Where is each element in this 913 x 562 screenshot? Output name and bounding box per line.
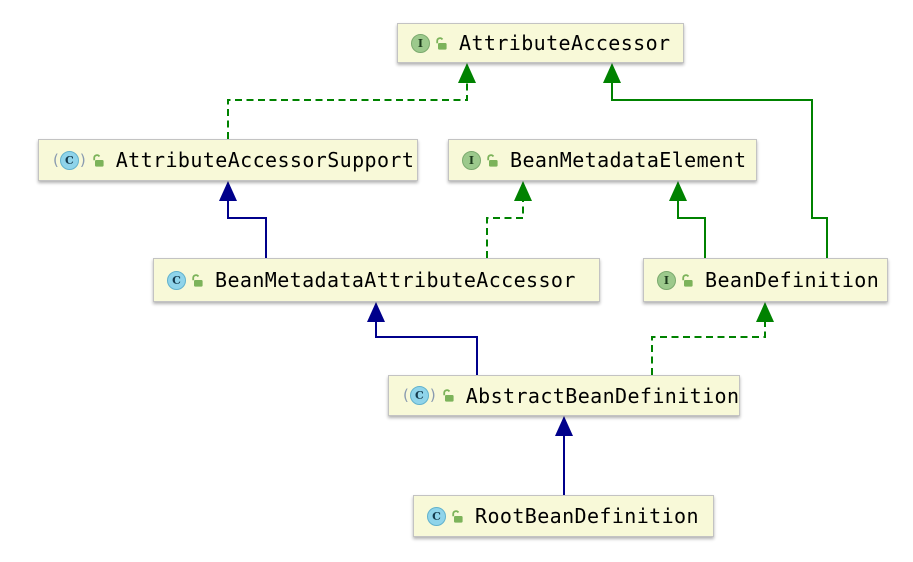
edge-abstractbeandefinition-extends-beanmetadataattributeaccessor — [367, 302, 478, 375]
class-node-abstract-bean-definition[interactable]: ( C ) AbstractBeanDefinition — [388, 375, 740, 416]
class-name-label: BeanMetadataElement — [510, 148, 747, 172]
class-node-root-bean-definition[interactable]: C RootBeanDefinition — [413, 495, 714, 537]
class-node-attribute-accessor-support[interactable]: ( C ) AttributeAccessorSupport — [38, 139, 418, 181]
class-name-label: RootBeanDefinition — [475, 504, 699, 528]
class-node-bean-metadata-attribute-accessor[interactable]: C BeanMetadataAttributeAccessor — [153, 258, 600, 302]
edge-beanmetadataattributeaccessor-extends-attributeaccessorsupport — [219, 181, 267, 258]
class-icon: C — [427, 506, 446, 526]
edge-beanmetadataattributeaccessor-implements-beanmetadataelement — [486, 181, 532, 258]
interface-icon: I — [657, 270, 676, 290]
class-name-label: AttributeAccessorSupport — [115, 148, 415, 172]
unlock-icon — [443, 389, 454, 402]
unlock-icon — [436, 36, 447, 50]
class-icon: C — [167, 270, 186, 290]
edge-rootbeandefinition-extends-abstractbeandefinition — [555, 416, 573, 495]
abstract-class-icon: ( C ) — [403, 386, 436, 405]
class-node-bean-definition[interactable]: I BeanDefinition — [643, 258, 888, 302]
class-node-attribute-accessor[interactable]: I AttributeAccessor — [397, 23, 684, 63]
unlock-icon — [192, 273, 203, 287]
edge-beandefinition-extends-attributeaccessor — [603, 63, 828, 258]
class-name-label: BeanDefinition — [705, 268, 880, 292]
interface-icon: I — [411, 33, 430, 53]
unlock-icon — [487, 153, 498, 167]
class-name-label: AbstractBeanDefinition — [465, 383, 740, 408]
unlock-icon — [682, 273, 693, 287]
unlock-icon — [452, 509, 463, 523]
class-name-label: BeanMetadataAttributeAccessor — [215, 268, 576, 292]
interface-icon: I — [462, 150, 481, 170]
edge-beandefinition-extends-beanmetadataelement — [669, 181, 706, 258]
edge-abstractbeandefinition-implements-beandefinition — [651, 302, 774, 375]
class-node-bean-metadata-element[interactable]: I BeanMetadataElement — [448, 139, 757, 181]
class-name-label: AttributeAccessor — [459, 31, 671, 55]
edge-attributeaccessorsupport-implements-attributeaccessor — [227, 63, 476, 139]
unlock-icon — [93, 153, 104, 167]
abstract-class-icon: ( C ) — [53, 150, 86, 170]
